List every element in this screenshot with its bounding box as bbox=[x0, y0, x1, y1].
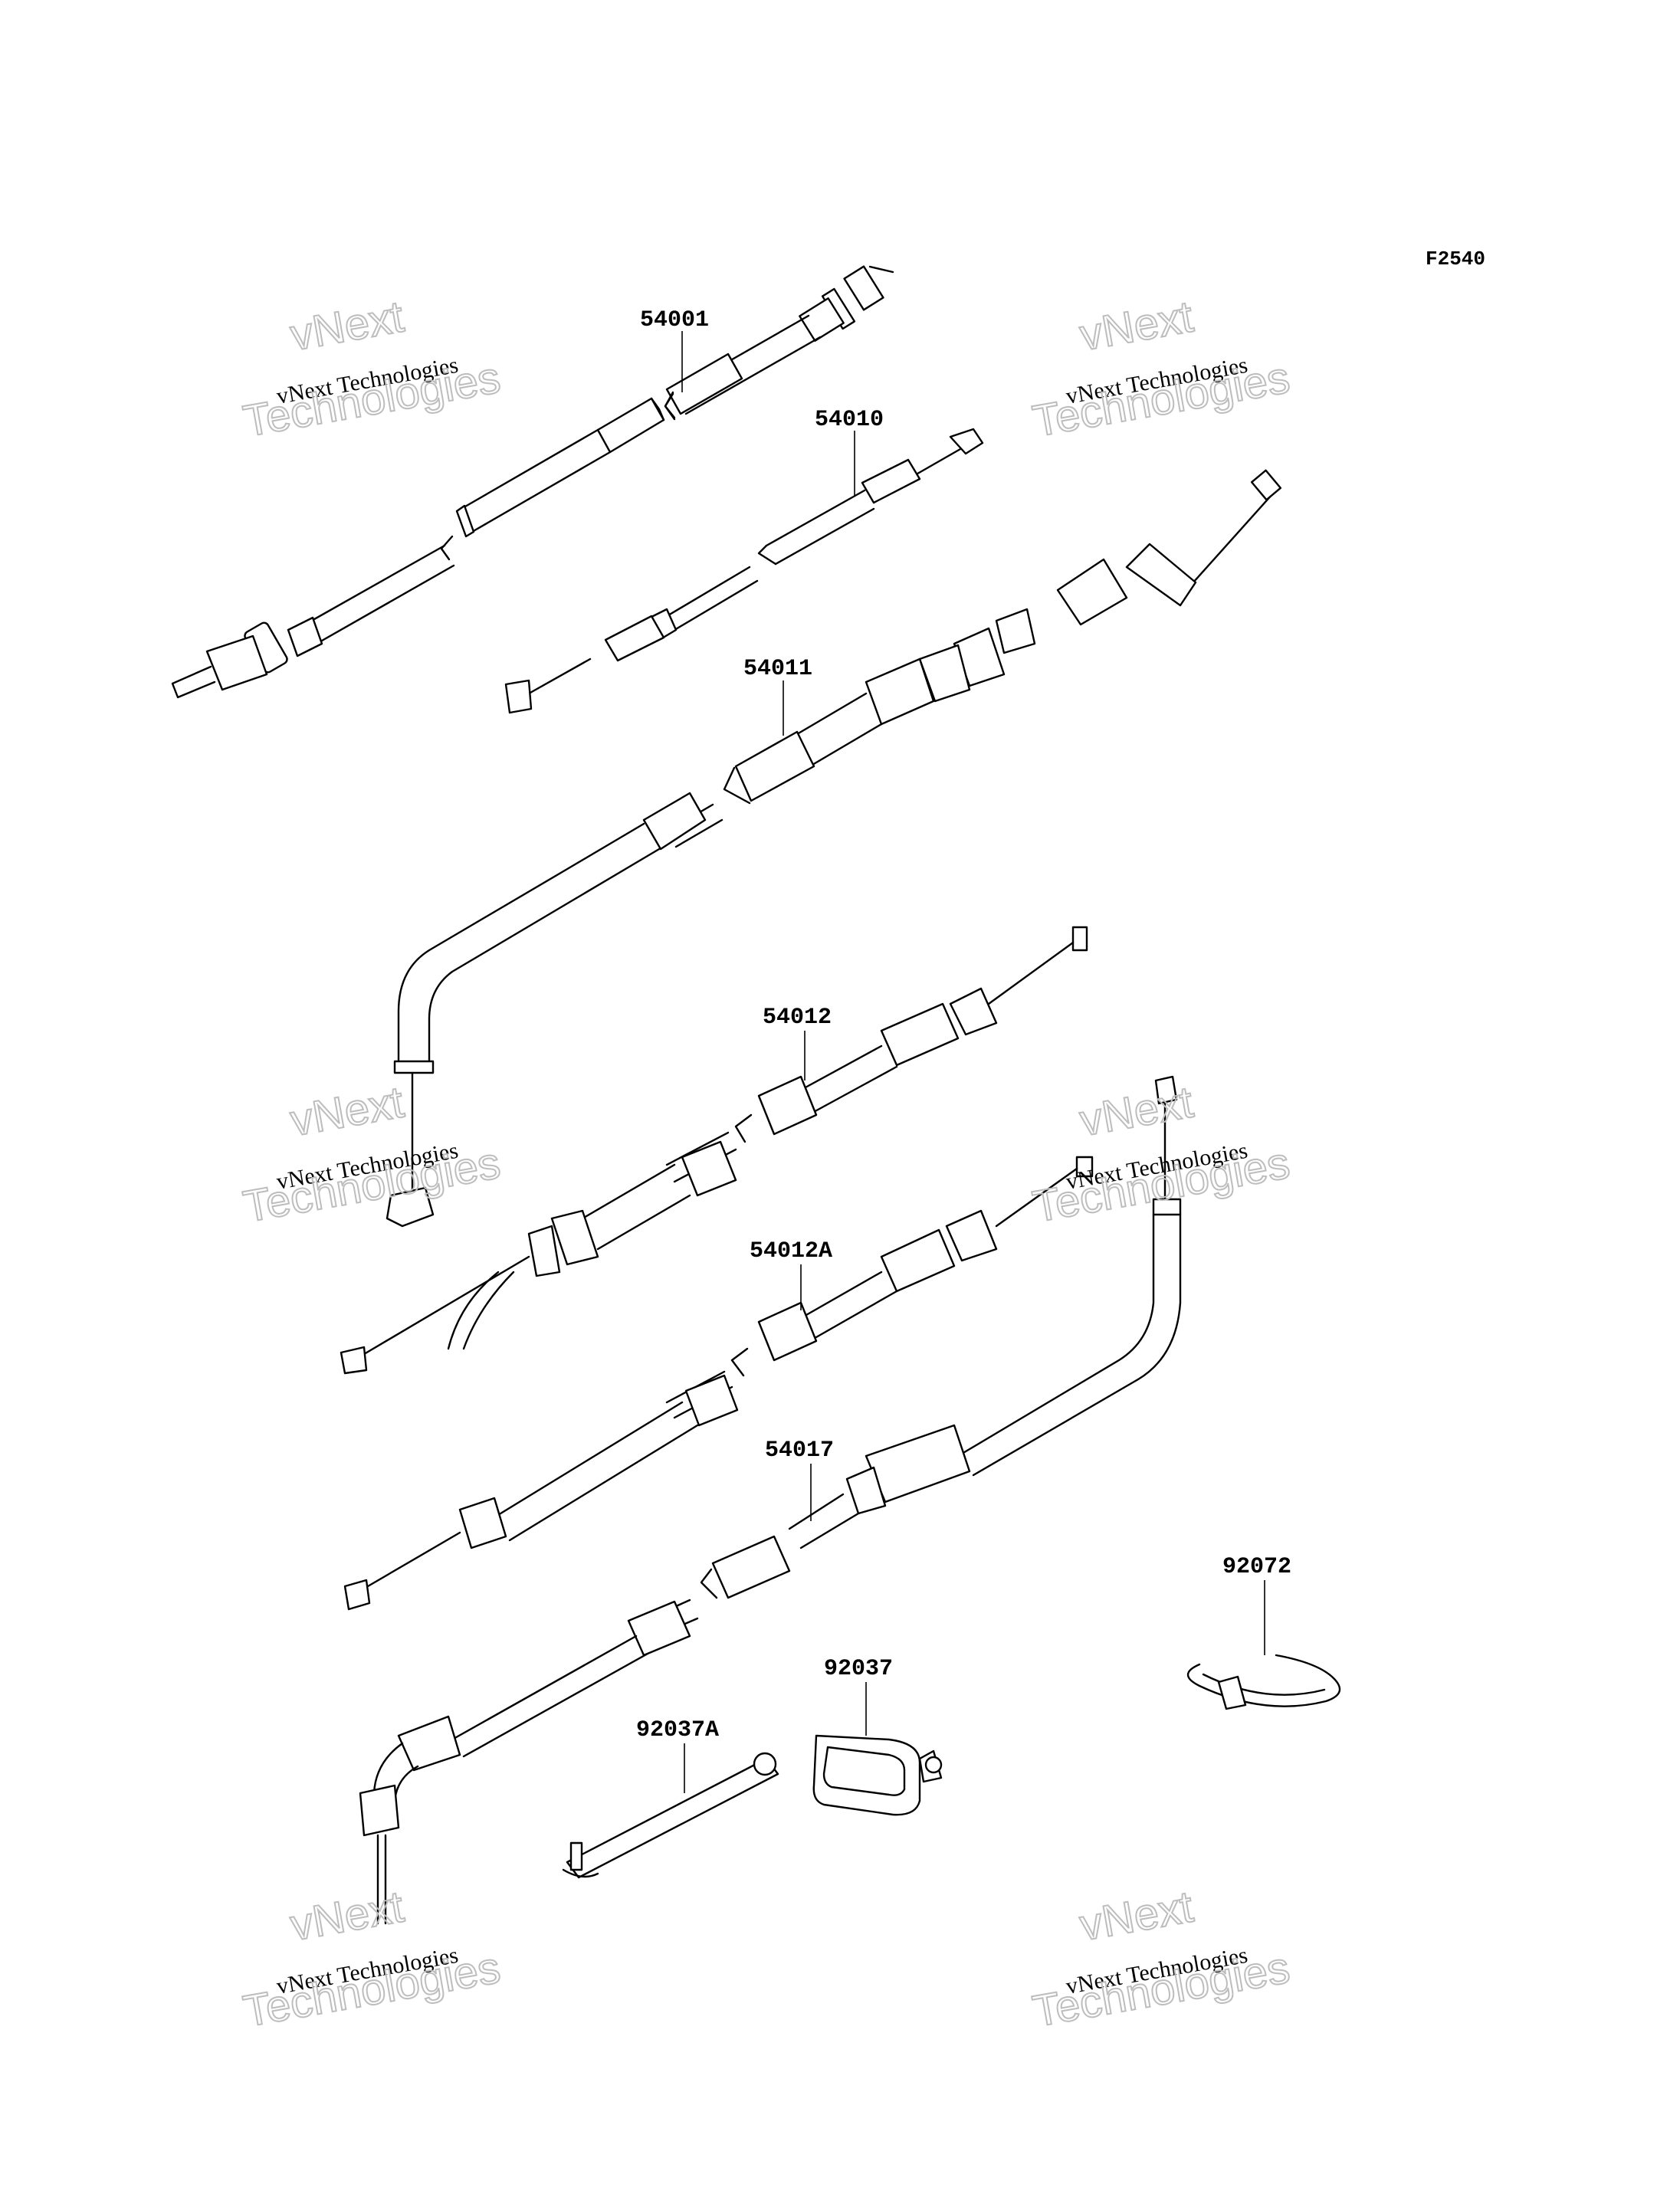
label-92072[interactable]: 92072 bbox=[1222, 1554, 1291, 1580]
label-54012A[interactable]: 54012A bbox=[750, 1238, 832, 1264]
watermark-6: vNext vNext Technologies Technologies bbox=[1029, 1881, 1294, 2038]
watermark-3: vNext vNext Technologies Technologies bbox=[239, 1077, 505, 1233]
clamp-92072[interactable] bbox=[1186, 1654, 1341, 1710]
cable-54017[interactable] bbox=[359, 1075, 1182, 1925]
label-92037[interactable]: 92037 bbox=[824, 1656, 893, 1682]
svg-text:vNext: vNext bbox=[287, 1077, 407, 1146]
cable-54012A[interactable] bbox=[343, 1156, 1094, 1611]
cable-54001[interactable] bbox=[171, 265, 894, 699]
strap-92037A[interactable] bbox=[562, 1752, 779, 1879]
diagram-code: F2540 bbox=[1426, 248, 1485, 271]
watermark-4: vNext vNext Technologies Technologies bbox=[1029, 1077, 1294, 1233]
watermark-5: vNext vNext Technologies Technologies bbox=[239, 1881, 505, 2038]
label-54011[interactable]: 54011 bbox=[743, 656, 812, 682]
svg-text:vNext: vNext bbox=[1076, 1882, 1196, 1951]
svg-text:vNext: vNext bbox=[1076, 292, 1196, 361]
grommet-92037[interactable] bbox=[812, 1734, 943, 1816]
label-54010[interactable]: 54010 bbox=[815, 407, 884, 433]
svg-text:vNext: vNext bbox=[287, 1882, 407, 1951]
label-92037A[interactable]: 92037A bbox=[636, 1717, 719, 1743]
svg-text:vNext: vNext bbox=[287, 292, 407, 361]
label-54017[interactable]: 54017 bbox=[765, 1438, 834, 1464]
watermark-1: vNext vNext Technologies Technologies bbox=[239, 291, 505, 448]
svg-text:vNext: vNext bbox=[1076, 1077, 1196, 1146]
cable-54011[interactable] bbox=[386, 469, 1282, 1228]
label-54012[interactable]: 54012 bbox=[763, 1005, 832, 1031]
cable-54010[interactable] bbox=[504, 428, 984, 714]
cable-54012[interactable] bbox=[340, 926, 1088, 1375]
label-54001[interactable]: 54001 bbox=[640, 307, 709, 333]
watermark-2: vNext vNext Technologies Technologies bbox=[1029, 291, 1294, 448]
